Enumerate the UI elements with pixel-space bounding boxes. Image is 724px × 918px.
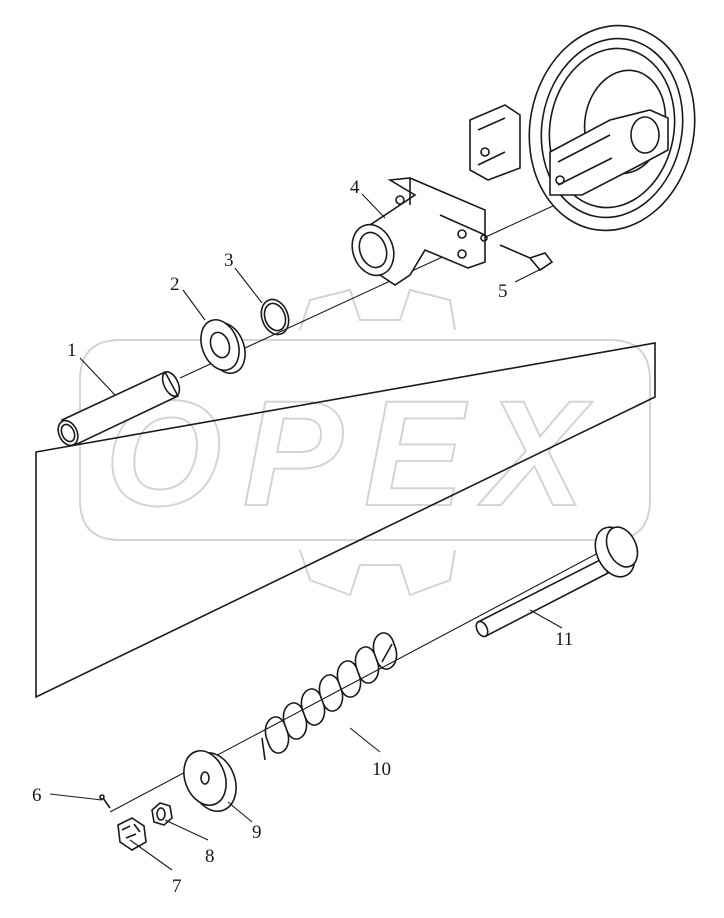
grease-fitting (499, 244, 554, 272)
callout-1: 1 (67, 340, 77, 361)
frame-outline (35, 342, 656, 699)
callout-4: 4 (350, 177, 360, 198)
callout-7: 7 (172, 876, 182, 897)
cotter-pin (99, 794, 111, 809)
idler-wheel (469, 24, 696, 232)
callout-3: 3 (224, 250, 234, 271)
spring-seat (183, 750, 237, 812)
callout-2: 2 (170, 274, 180, 295)
callout-11: 11 (555, 629, 573, 650)
rod (475, 526, 639, 638)
watermark-logo: OPEX (79, 288, 651, 597)
callout-5: 5 (498, 281, 508, 302)
callout-10: 10 (372, 759, 391, 780)
callouts: 1 2 3 4 5 6 7 8 9 10 11 (32, 177, 573, 897)
recoil-spring (261, 632, 398, 761)
yoke (351, 177, 488, 286)
o-ring (260, 298, 290, 336)
leader-lines (49, 193, 563, 871)
callout-9: 9 (252, 822, 262, 843)
castle-nut (117, 817, 147, 851)
callout-6: 6 (32, 785, 42, 806)
nut (151, 802, 173, 826)
callout-8: 8 (205, 846, 215, 867)
washer (200, 319, 246, 374)
pin (57, 370, 181, 447)
